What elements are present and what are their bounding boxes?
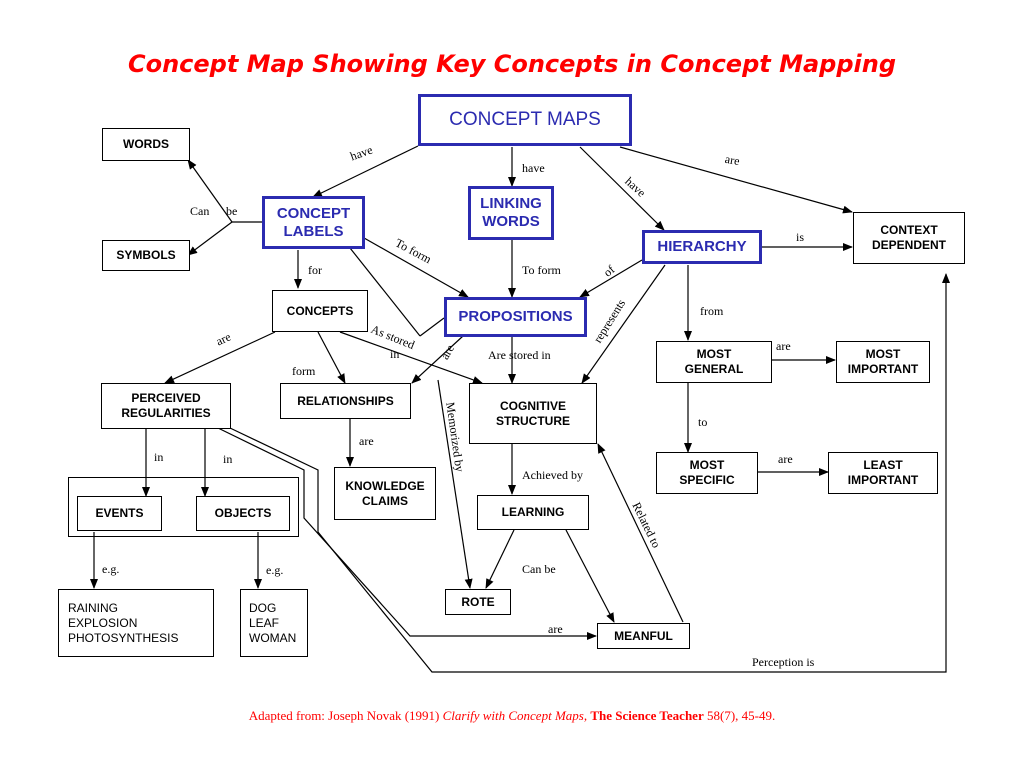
node-relationships: RELATIONSHIPS bbox=[280, 383, 411, 419]
edge-memorized-by bbox=[437, 379, 473, 589]
node-concept-maps: CONCEPT MAPS bbox=[418, 94, 632, 146]
label-eg-objects: e.g. bbox=[266, 563, 284, 577]
events-objects-group bbox=[68, 477, 299, 537]
credit-author: Adapted from: Joseph Novak (1991) bbox=[248, 708, 443, 723]
node-symbols: SYMBOLS bbox=[102, 240, 190, 271]
node-most-specific: MOST SPECIFIC bbox=[656, 452, 758, 494]
edge-are-perceived-regularities bbox=[164, 331, 276, 384]
node-concepts: CONCEPTS bbox=[272, 290, 368, 332]
label-eg-events: e.g. bbox=[102, 562, 120, 576]
node-propositions: PROPOSITIONS bbox=[444, 297, 587, 337]
credit-work: Clarify with Concept Maps, bbox=[442, 708, 591, 723]
label-be: be bbox=[226, 204, 238, 218]
label-can-be: Can be bbox=[522, 562, 556, 576]
edge-perception-is bbox=[229, 273, 950, 673]
edge-can-be-symbols bbox=[187, 221, 233, 256]
node-rote: ROTE bbox=[445, 589, 511, 615]
page-title: Concept Map Showing Key Concepts in Conc… bbox=[127, 50, 897, 78]
label-from: from bbox=[700, 304, 724, 318]
node-learning: LEARNING bbox=[477, 495, 589, 530]
label-perception-is: Perception is bbox=[752, 655, 815, 669]
node-least-important: LEAST IMPORTANT bbox=[828, 452, 938, 494]
edge-are-meanful bbox=[217, 427, 597, 640]
node-linking-words: LINKING WORDS bbox=[468, 186, 554, 240]
node-cognitive-structure: COGNITIVE STRUCTURE bbox=[469, 383, 597, 444]
label-in-stored: in bbox=[390, 347, 400, 361]
label-in-events: in bbox=[154, 450, 164, 464]
label-in-objects: in bbox=[223, 452, 233, 466]
node-objects: OBJECTS bbox=[196, 496, 290, 531]
edge-can-be-meanful bbox=[565, 529, 615, 623]
edge-are-context-dependent bbox=[619, 146, 853, 214]
edge-can-be-words bbox=[187, 159, 233, 223]
label-are-stored-in: Are stored in bbox=[488, 348, 551, 362]
label-achieved-by: Achieved by bbox=[522, 468, 583, 482]
label-are-general: are bbox=[776, 339, 791, 353]
node-events-examples: RAINING EXPLOSION PHOTOSYNTHESIS bbox=[58, 589, 214, 657]
node-perceived-regularities: PERCEIVED REGULARITIES bbox=[101, 383, 231, 429]
node-concept-labels: CONCEPT LABELS bbox=[262, 196, 365, 249]
node-most-important: MOST IMPORTANT bbox=[836, 341, 930, 383]
node-hierarchy: HIERARCHY bbox=[642, 230, 762, 264]
node-context-dependent: CONTEXT DEPENDENT bbox=[853, 212, 965, 264]
label-are-specific: are bbox=[778, 452, 793, 466]
credit-citation: 58(7), 45-49. bbox=[703, 708, 776, 723]
label-to: to bbox=[698, 415, 708, 429]
label-for: for bbox=[308, 263, 322, 277]
edge-propositions-link bbox=[419, 317, 445, 337]
node-objects-examples: DOG LEAF WOMAN bbox=[240, 589, 308, 657]
edge-have-concept-labels bbox=[312, 145, 419, 198]
node-knowledge-claims: KNOWLEDGE CLAIMS bbox=[334, 467, 436, 520]
edge-to-form-propositions bbox=[349, 229, 469, 298]
node-words: WORDS bbox=[102, 128, 190, 161]
edge-related-to bbox=[597, 443, 684, 623]
label-are-context: are bbox=[723, 151, 741, 169]
label-is: is bbox=[796, 230, 805, 244]
label-to-form-mid: To form bbox=[522, 263, 561, 277]
edge-have-hierarchy bbox=[579, 146, 665, 231]
edge-as-stored-cognitive bbox=[339, 331, 483, 384]
credit-journal: The Science Teacher bbox=[590, 708, 704, 723]
edge-of-hierarchy bbox=[579, 259, 643, 298]
edge-concept-labels-link bbox=[349, 247, 421, 337]
node-meanful: MEANFUL bbox=[597, 623, 690, 649]
edge-form-relationships bbox=[317, 331, 346, 384]
source-credit: Adapted from: Joseph Novak (1991) Clarif… bbox=[0, 708, 1024, 724]
label-form: form bbox=[292, 364, 316, 378]
label-are-knowledge: are bbox=[359, 434, 374, 448]
edge-represents bbox=[581, 264, 666, 384]
label-can: Can bbox=[190, 204, 210, 218]
label-are-meanful: are bbox=[548, 622, 563, 636]
edge-can-be-rote bbox=[485, 529, 515, 589]
node-most-general: MOST GENERAL bbox=[656, 341, 772, 383]
edge-are-relationships bbox=[411, 335, 464, 384]
node-events: EVENTS bbox=[77, 496, 162, 531]
label-have-linking-words: have bbox=[522, 161, 545, 175]
